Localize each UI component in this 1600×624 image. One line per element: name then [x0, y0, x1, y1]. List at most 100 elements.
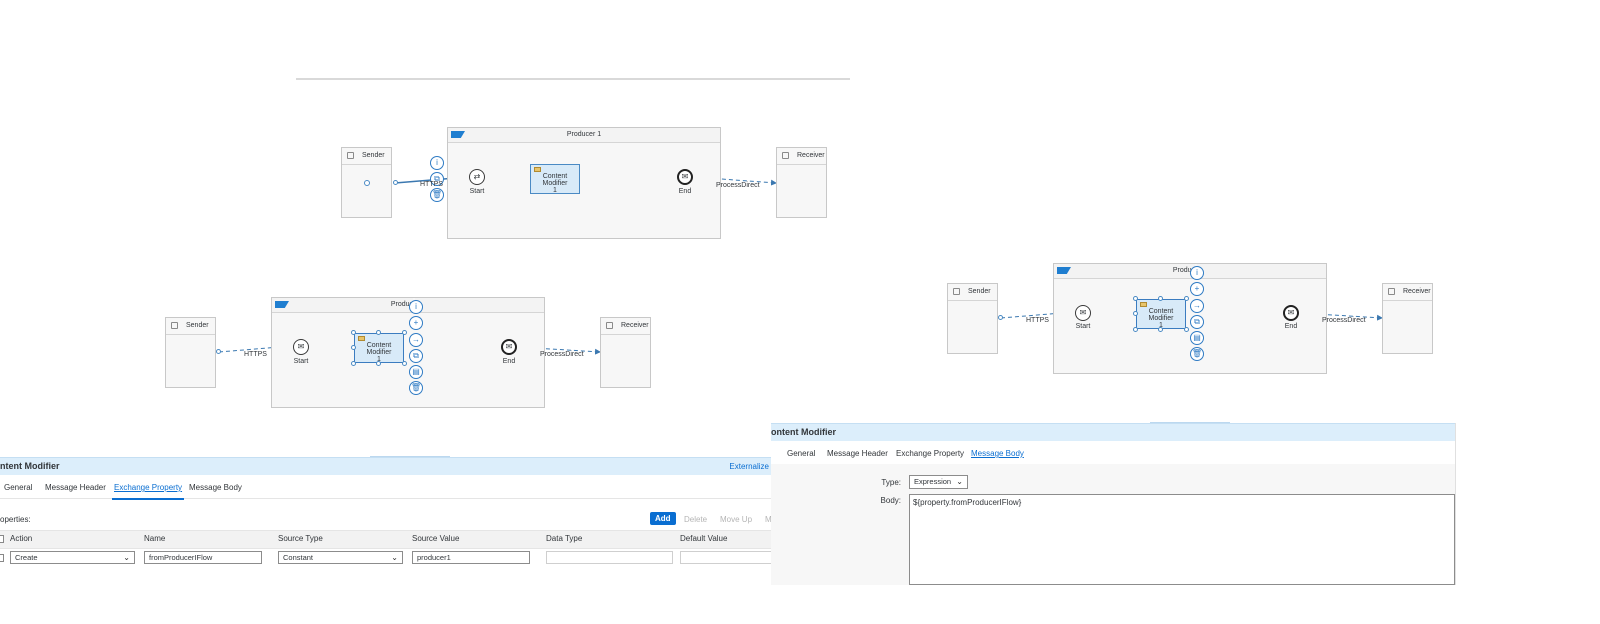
tab-message-body[interactable]: Message Body: [189, 483, 242, 492]
resize-handle[interactable]: [376, 330, 381, 335]
pool-header-right: [1197, 264, 1326, 279]
https-connection[interactable]: [1000, 309, 1075, 319]
resize-handle[interactable]: [1158, 327, 1163, 332]
resize-splitter[interactable]: [370, 456, 450, 457]
content-modifier-step[interactable]: Content Modifier 1: [1136, 299, 1186, 329]
tab-exchange-property[interactable]: Exchange Property: [896, 449, 965, 458]
resize-handle[interactable]: [1184, 327, 1189, 332]
resize-handle[interactable]: [402, 361, 407, 366]
sender-participant[interactable]: Sender: [165, 317, 216, 388]
action-select[interactable]: Create ⌄: [10, 551, 135, 564]
tab-message-header[interactable]: Message Header: [45, 483, 106, 492]
copy-icon[interactable]: ⧉: [430, 172, 444, 186]
content-modifier-icon: [1140, 302, 1147, 307]
column-data-type: Data Type: [546, 534, 583, 543]
end-event[interactable]: ✉: [1283, 305, 1299, 321]
start-event[interactable]: ⇄: [469, 169, 485, 185]
end-event[interactable]: ✉: [677, 169, 693, 185]
resize-handle[interactable]: [351, 361, 356, 366]
resize-handle[interactable]: [1133, 296, 1138, 301]
properties-label: operties:: [0, 515, 31, 524]
sender-participant[interactable]: Sender: [947, 283, 998, 354]
resize-splitter[interactable]: [1150, 422, 1230, 423]
arrow-right-icon[interactable]: →: [409, 333, 423, 347]
default-value-input[interactable]: [680, 551, 773, 564]
tab-exchange-property[interactable]: Exchange Property: [111, 483, 185, 500]
resize-handle[interactable]: [402, 330, 407, 335]
sender-label: Sender: [362, 152, 385, 159]
receiver-participant[interactable]: Receiver: [776, 147, 827, 218]
tab-bar: General Message Header Exchange Property…: [771, 442, 1455, 466]
externalize-link[interactable]: Externalize: [729, 462, 769, 471]
copy-icon[interactable]: ⧉: [409, 349, 423, 363]
resize-handle[interactable]: [1158, 296, 1163, 301]
column-source-type: Source Type: [278, 534, 323, 543]
action-value: Create: [15, 553, 38, 562]
resize-handle[interactable]: [1133, 327, 1138, 332]
panel-header: ntent Modifier Externalize: [0, 457, 773, 475]
plus-icon[interactable]: +: [409, 316, 423, 330]
tab-bar: General Message Header Exchange Property…: [0, 476, 773, 500]
delete-icon[interactable]: 🗑: [409, 381, 423, 395]
participant-icon: [606, 322, 613, 329]
integration-process-pool[interactable]: Producer 1: [447, 127, 721, 239]
tab-message-header[interactable]: Message Header: [827, 449, 888, 458]
tab-message-body[interactable]: Message Body: [969, 449, 1026, 466]
https-connection[interactable]: [218, 343, 293, 353]
chevron-down-icon: ⌄: [123, 553, 130, 562]
add-button[interactable]: Add: [650, 512, 676, 525]
connection-handle[interactable]: [998, 315, 1003, 320]
paste-icon[interactable]: ▤: [1190, 331, 1204, 345]
resize-handle[interactable]: [351, 330, 356, 335]
delete-icon[interactable]: 🗑: [430, 188, 444, 202]
plus-icon[interactable]: +: [1190, 282, 1204, 296]
connection-handle[interactable]: [216, 349, 221, 354]
resize-handle[interactable]: [1184, 296, 1189, 301]
select-all-checkbox[interactable]: [0, 535, 4, 543]
row-checkbox[interactable]: [0, 554, 4, 562]
connection-handle[interactable]: [364, 180, 370, 186]
tab-general[interactable]: General: [787, 449, 816, 458]
tab-general[interactable]: General: [4, 483, 33, 492]
participant-icon: [953, 288, 960, 295]
name-input[interactable]: fromProducerIFlow: [144, 551, 262, 564]
info-icon[interactable]: i: [409, 300, 423, 314]
content-modifier-step[interactable]: Content Modifier 1: [530, 164, 580, 194]
resize-handle[interactable]: [1133, 311, 1138, 316]
move-down-button[interactable]: Mo: [765, 515, 776, 524]
resize-handle[interactable]: [351, 345, 356, 350]
end-event[interactable]: ✉: [501, 339, 517, 355]
sender-participant[interactable]: Sender: [341, 147, 392, 218]
info-icon[interactable]: i: [1190, 266, 1204, 280]
paste-icon[interactable]: ▤: [409, 365, 423, 379]
start-label: Start: [469, 188, 485, 195]
move-up-button[interactable]: Move Up: [720, 515, 753, 524]
sender-label: Sender: [968, 288, 991, 295]
copy-icon[interactable]: ⧉: [1190, 315, 1204, 329]
start-event[interactable]: ✉: [1075, 305, 1091, 321]
info-icon[interactable]: i: [430, 156, 444, 170]
delete-button[interactable]: Delete: [684, 515, 708, 524]
data-type-input[interactable]: [546, 551, 673, 564]
arrow-right-icon[interactable]: →: [1190, 299, 1204, 313]
receiver-label: Receiver: [797, 152, 825, 159]
divider-line: [296, 78, 850, 80]
chevron-down-icon: ⌄: [956, 477, 963, 486]
delete-icon[interactable]: 🗑: [1190, 347, 1204, 361]
content-modifier-label: Content Modifier: [366, 342, 392, 356]
integration-process-pool[interactable]: Producer 1: [1053, 263, 1327, 374]
connection-handle[interactable]: [393, 180, 398, 185]
receiver-participant[interactable]: Receiver: [600, 317, 651, 388]
start-label: Start: [1075, 323, 1091, 330]
type-select[interactable]: Expression⌄: [909, 475, 968, 489]
column-name: Name: [144, 534, 166, 543]
https-label: HTTPS: [1026, 317, 1049, 324]
source-value-input[interactable]: producer1: [412, 551, 530, 564]
body-label: Body:: [880, 496, 901, 505]
integration-process-pool[interactable]: Producer 1: [271, 297, 545, 408]
resize-handle[interactable]: [376, 361, 381, 366]
body-editor[interactable]: ${property.fromProducerIFlow}: [909, 494, 1455, 585]
start-event[interactable]: ✉: [293, 339, 309, 355]
receiver-participant[interactable]: Receiver: [1382, 283, 1433, 354]
source-type-select[interactable]: Constant⌄: [278, 551, 403, 564]
